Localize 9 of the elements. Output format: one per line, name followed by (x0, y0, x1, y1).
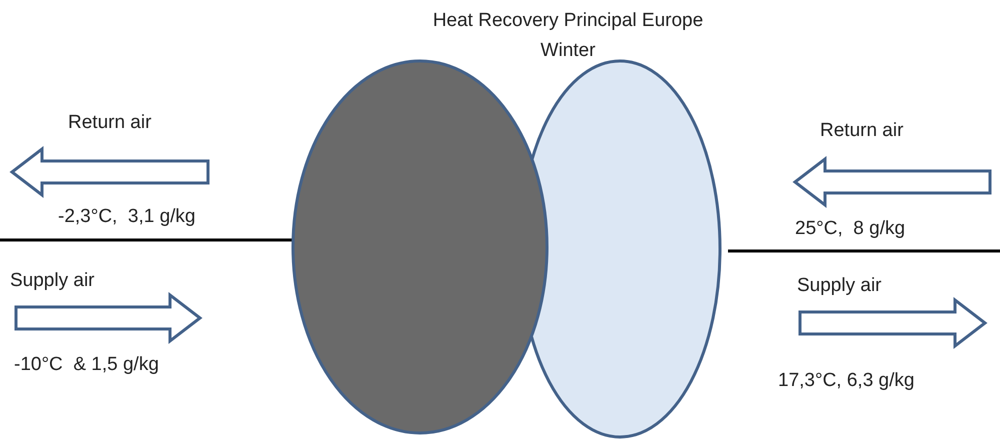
air-label: 17,3°C, 6,3 g/kg (778, 370, 914, 392)
air-label: Return air (820, 120, 904, 142)
air-label: -2,3°C, 3,1 g/kg (58, 206, 196, 228)
air-label: Supply air (10, 270, 94, 292)
air-label: -10°C & 1,5 g/kg (14, 354, 159, 376)
air-label: 25°C, 8 g/kg (795, 218, 906, 240)
air-label: Return air (68, 112, 152, 134)
air-label: Supply air (797, 275, 882, 297)
diagram-title: Heat Recovery Principal Europe Winter (432, 9, 704, 63)
